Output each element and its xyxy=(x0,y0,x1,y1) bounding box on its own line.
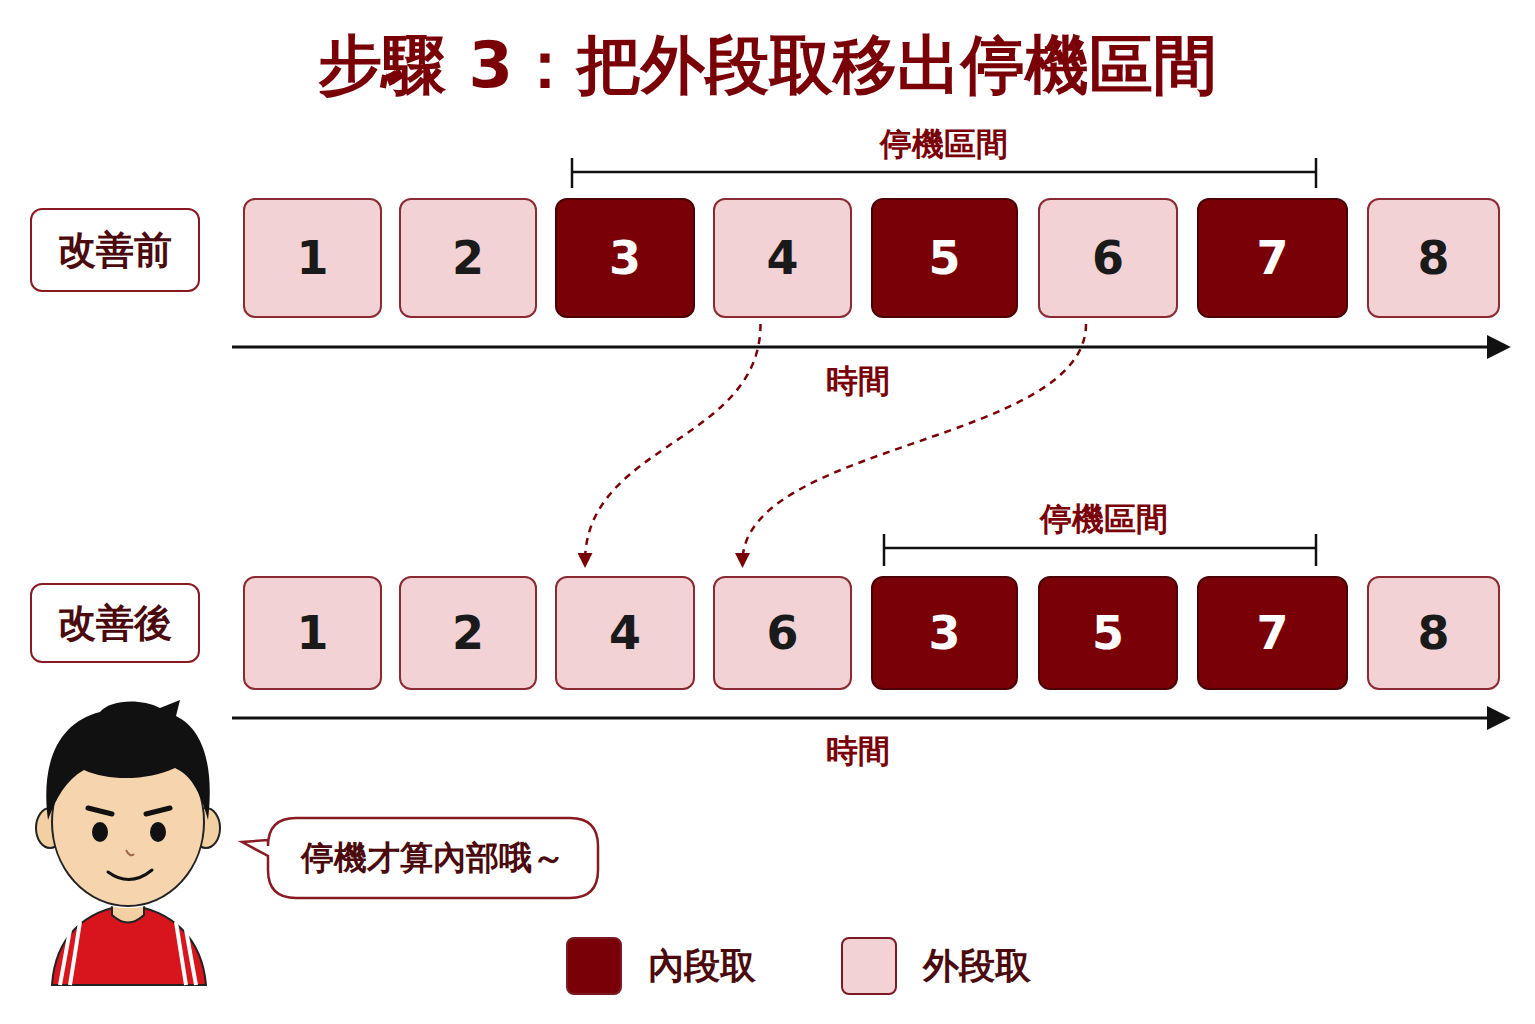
process-box: 2 xyxy=(399,198,537,318)
eye xyxy=(92,822,108,842)
process-box: 6 xyxy=(1038,198,1178,318)
step-number: 6 xyxy=(1092,231,1124,285)
row-label: 改善後 xyxy=(58,598,172,649)
speech-bubble-outline xyxy=(242,818,598,898)
process-box: 3 xyxy=(555,198,695,318)
move-arrow xyxy=(585,324,761,562)
step-number: 2 xyxy=(452,606,484,660)
process-box: 1 xyxy=(243,576,382,690)
step-number: 8 xyxy=(1417,606,1449,660)
bracket-label: 停機區間 xyxy=(1034,498,1174,542)
person-illustration xyxy=(36,700,220,985)
legend-label: 外段取 xyxy=(923,942,1031,991)
step-number: 4 xyxy=(766,231,798,285)
row-label: 改善前 xyxy=(58,225,172,276)
legend-swatch xyxy=(841,937,897,995)
step-number: 2 xyxy=(452,231,484,285)
process-box: 8 xyxy=(1367,198,1500,318)
process-box: 7 xyxy=(1197,576,1348,690)
step-number: 8 xyxy=(1417,231,1449,285)
row-label-box: 改善後 xyxy=(30,583,200,663)
smile xyxy=(108,870,152,880)
step-number: 1 xyxy=(296,606,328,660)
process-box: 5 xyxy=(1038,576,1178,690)
bracket-tick xyxy=(1315,158,1318,188)
step-number: 7 xyxy=(1256,606,1288,660)
bracket-line xyxy=(884,547,1316,550)
eye xyxy=(150,822,166,842)
bracket-tick xyxy=(1315,534,1318,566)
process-box: 1 xyxy=(243,198,382,318)
bracket-tick xyxy=(883,534,886,566)
bracket-tick xyxy=(571,158,574,188)
bracket-line xyxy=(572,171,1316,174)
axis-label: 時間 xyxy=(820,730,896,774)
process-box: 5 xyxy=(871,198,1018,318)
legend-swatch xyxy=(566,937,622,995)
axis-label: 時間 xyxy=(820,360,896,404)
bracket-label: 停機區間 xyxy=(874,123,1014,167)
legend-item: 內段取 xyxy=(566,937,756,995)
legend-label: 內段取 xyxy=(648,942,756,991)
speech-text: 停機才算內部哦～ xyxy=(301,836,565,881)
process-box: 7 xyxy=(1197,198,1348,318)
shirt-stripe xyxy=(176,922,196,985)
step-number: 5 xyxy=(1092,606,1124,660)
step-number: 3 xyxy=(928,606,960,660)
step-number: 5 xyxy=(928,231,960,285)
hair xyxy=(46,700,210,820)
process-box: 4 xyxy=(713,198,852,318)
step-number: 7 xyxy=(1256,231,1288,285)
step-number: 6 xyxy=(766,606,798,660)
time-axis xyxy=(232,346,1506,349)
legend-item: 外段取 xyxy=(841,937,1031,995)
eyebrow xyxy=(88,808,170,814)
process-box: 2 xyxy=(399,576,537,690)
step-number: 4 xyxy=(609,606,641,660)
process-box: 8 xyxy=(1367,576,1500,690)
shirt-stripe xyxy=(60,922,80,985)
process-box: 3 xyxy=(871,576,1018,690)
speech-bubble: 停機才算內部哦～ xyxy=(268,818,598,898)
time-axis xyxy=(232,717,1506,720)
nose xyxy=(126,850,134,855)
title: 步驟 3：把外段取移出停機區間 xyxy=(0,22,1535,109)
step-number: 1 xyxy=(296,231,328,285)
process-box: 6 xyxy=(713,576,852,690)
step-number: 3 xyxy=(609,231,641,285)
process-box: 4 xyxy=(555,576,695,690)
row-label-box: 改善前 xyxy=(30,208,200,292)
